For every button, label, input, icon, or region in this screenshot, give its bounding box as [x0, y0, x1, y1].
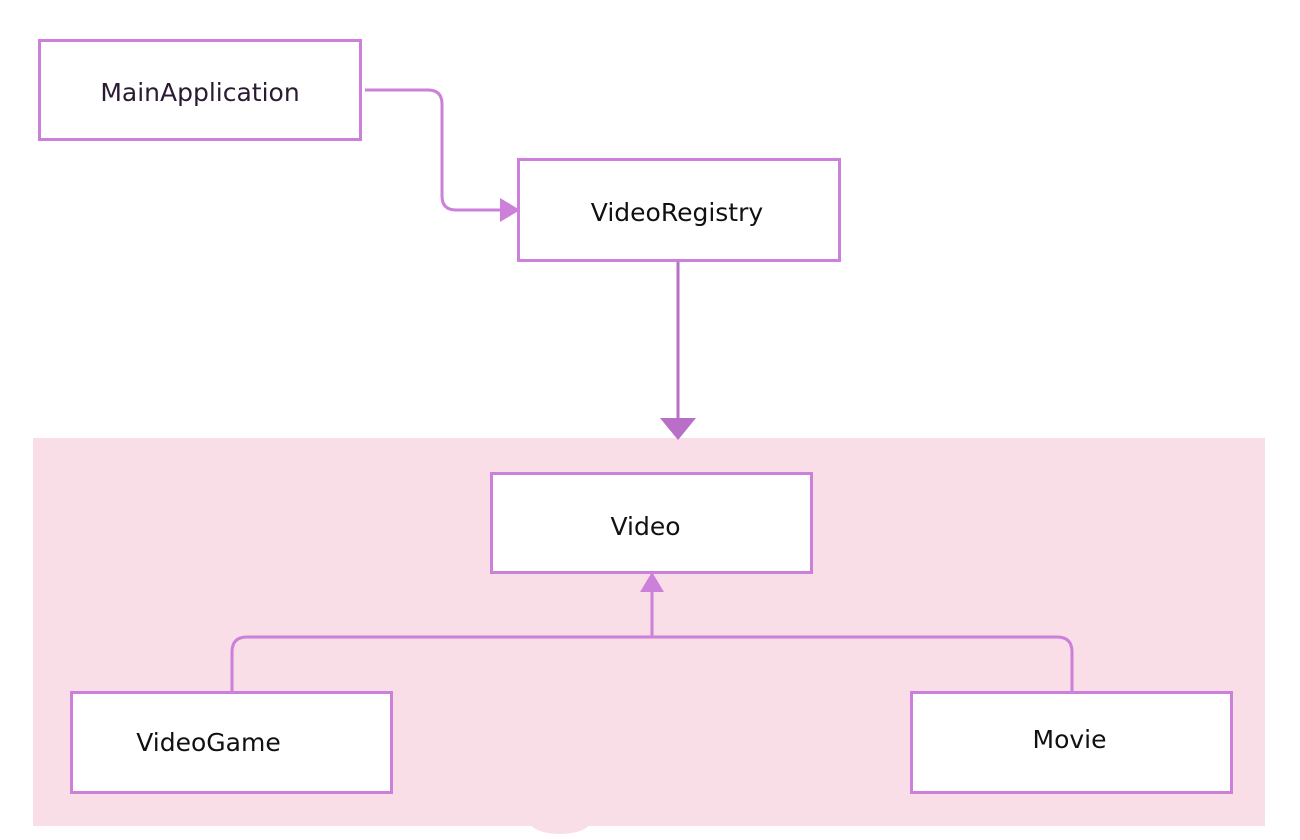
movie-node[interactable]: Movie [910, 691, 1233, 794]
main-application-node[interactable]: MainApplication [38, 39, 362, 141]
main-application-label: MainApplication [100, 77, 300, 107]
movie-label: Movie [1032, 725, 1107, 754]
video-node[interactable]: Video [490, 472, 813, 574]
arrowhead-video-association [660, 418, 696, 440]
video-label: Video [610, 511, 681, 541]
video-registry-node[interactable]: VideoRegistry [517, 158, 841, 262]
video-registry-label: VideoRegistry [590, 197, 764, 227]
video-game-label: VideoGame [136, 728, 281, 757]
video-game-node[interactable]: VideoGame [70, 691, 393, 794]
connector-main-to-registry [365, 88, 505, 212]
group-notch [530, 810, 590, 834]
